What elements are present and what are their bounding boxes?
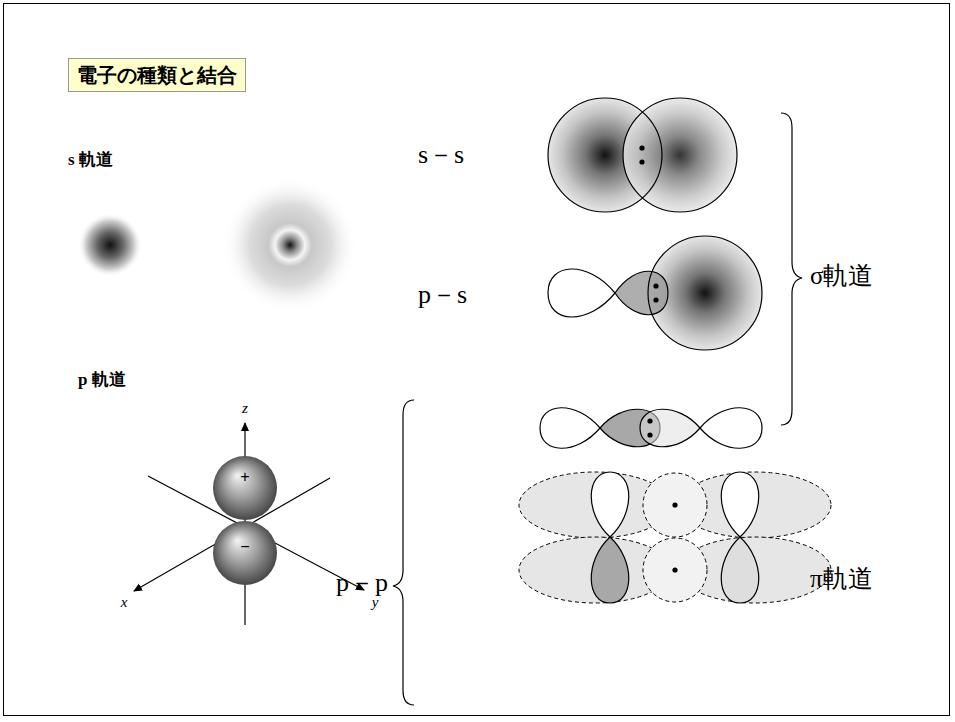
orbital-type: π軌道 [810,565,873,594]
bond-type: p－s [418,280,467,310]
page-frame [3,3,950,716]
bond-type: s－s [418,140,464,170]
orbital-name: s 軌道 [68,150,113,170]
slide-title: 電子の種類と結合 [68,58,246,92]
orbital-type: σ軌道 [810,262,873,291]
axis-label: z [242,400,248,417]
sign-label: + [240,468,249,486]
sign-label: − [240,538,249,556]
orbital-name: p 軌道 [78,370,126,390]
axis-label: x [121,594,128,611]
bond-type: p－p [336,568,388,598]
